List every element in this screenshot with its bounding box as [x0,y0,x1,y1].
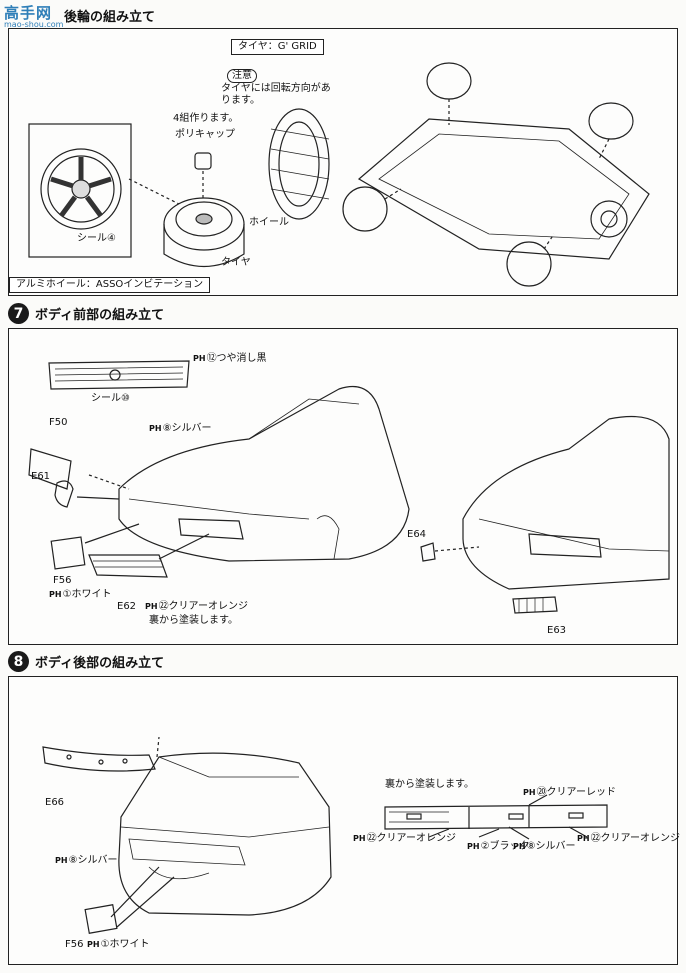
step7-badge: 7 [8,303,29,324]
tire-label: タイヤ [221,257,251,268]
wheel-label: ホイール [249,217,289,228]
e62-label: E62 [117,601,137,612]
caution-text: タイヤには回転方向があります。 [221,83,331,106]
e66-label: E66 [45,797,65,808]
grille-color-label: PH⑫つや消し黒 [193,353,267,364]
e61-label: E61 [31,471,51,482]
f50-label: F50 [49,417,68,428]
step7-panel: PH⑫つや消し黒 シール⑩ F50 PH⑧シルバー E61 E64 F56 PH… [8,328,678,645]
step8-title: ボディ後部の組み立て [35,656,165,671]
poly-cap-label: ポリキャップ [175,129,235,140]
step8-badge: 8 [8,651,29,672]
step6-panel: タイヤ：G' GRID 注意 タイヤには回転方向があります。 4組作ります。 ポ… [8,28,678,296]
silver8b-label: PH⑧シルバー [513,841,576,852]
step6-header: 後輪の組み立て [64,6,155,25]
tire-name-box: タイヤ：G' GRID [231,39,324,55]
white1-label: PH①ホワイト [49,589,112,600]
silver8-label: PH⑧シルバー [149,423,212,434]
seal10-label: シール⑩ [91,393,130,404]
clear-red-label: PH⑳クリアーレッド [523,787,616,798]
step7-title: ボディ前部の組み立て [35,308,165,323]
clear-orange-right-label: PH㉒クリアーオレンジ [577,833,680,844]
step8-illustration [42,736,608,934]
caution-tag: 注意 [227,69,257,83]
white1-rear-label: PH①ホワイト [87,939,150,950]
watermark-url: mao-shou.com [4,20,64,29]
watermark-logo: 高手网 [4,4,53,22]
e63-label: E63 [547,625,567,636]
clear-orange-label: PH㉒クリアーオレンジ [145,601,248,612]
seal4-label: シール④ [77,233,116,244]
clear-orange-left-label: PH㉒クリアーオレンジ [353,833,456,844]
step8-header: 8 ボディ後部の組み立て [8,651,164,672]
step7-illustration [28,360,670,614]
alu-wheel-box: アルミホイール：ASSOインビテーション [9,277,211,293]
f56-rear-label: F56 [65,939,84,950]
make-four-label: 4組作ります。 [173,113,239,124]
step7-header: 7 ボディ前部の組み立て [8,303,164,324]
silver8-rear-label: PH⑧シルバー [55,855,118,866]
paint-back-rear-label: 裏から塗装します。 [385,779,474,790]
step8-panel: E66 PH⑧シルバー F56 PH①ホワイト 裏から塗装します。 PH⑳クリア… [8,676,680,965]
f56-label: F56 [53,575,72,586]
e64-label: E64 [407,529,427,540]
paint-back-label: 裏から塗装します。 [149,615,238,626]
step6-title: 後輪の組み立て [64,10,156,25]
step6-illustration [28,62,650,287]
black2-label: PH②ブラック [467,841,530,852]
